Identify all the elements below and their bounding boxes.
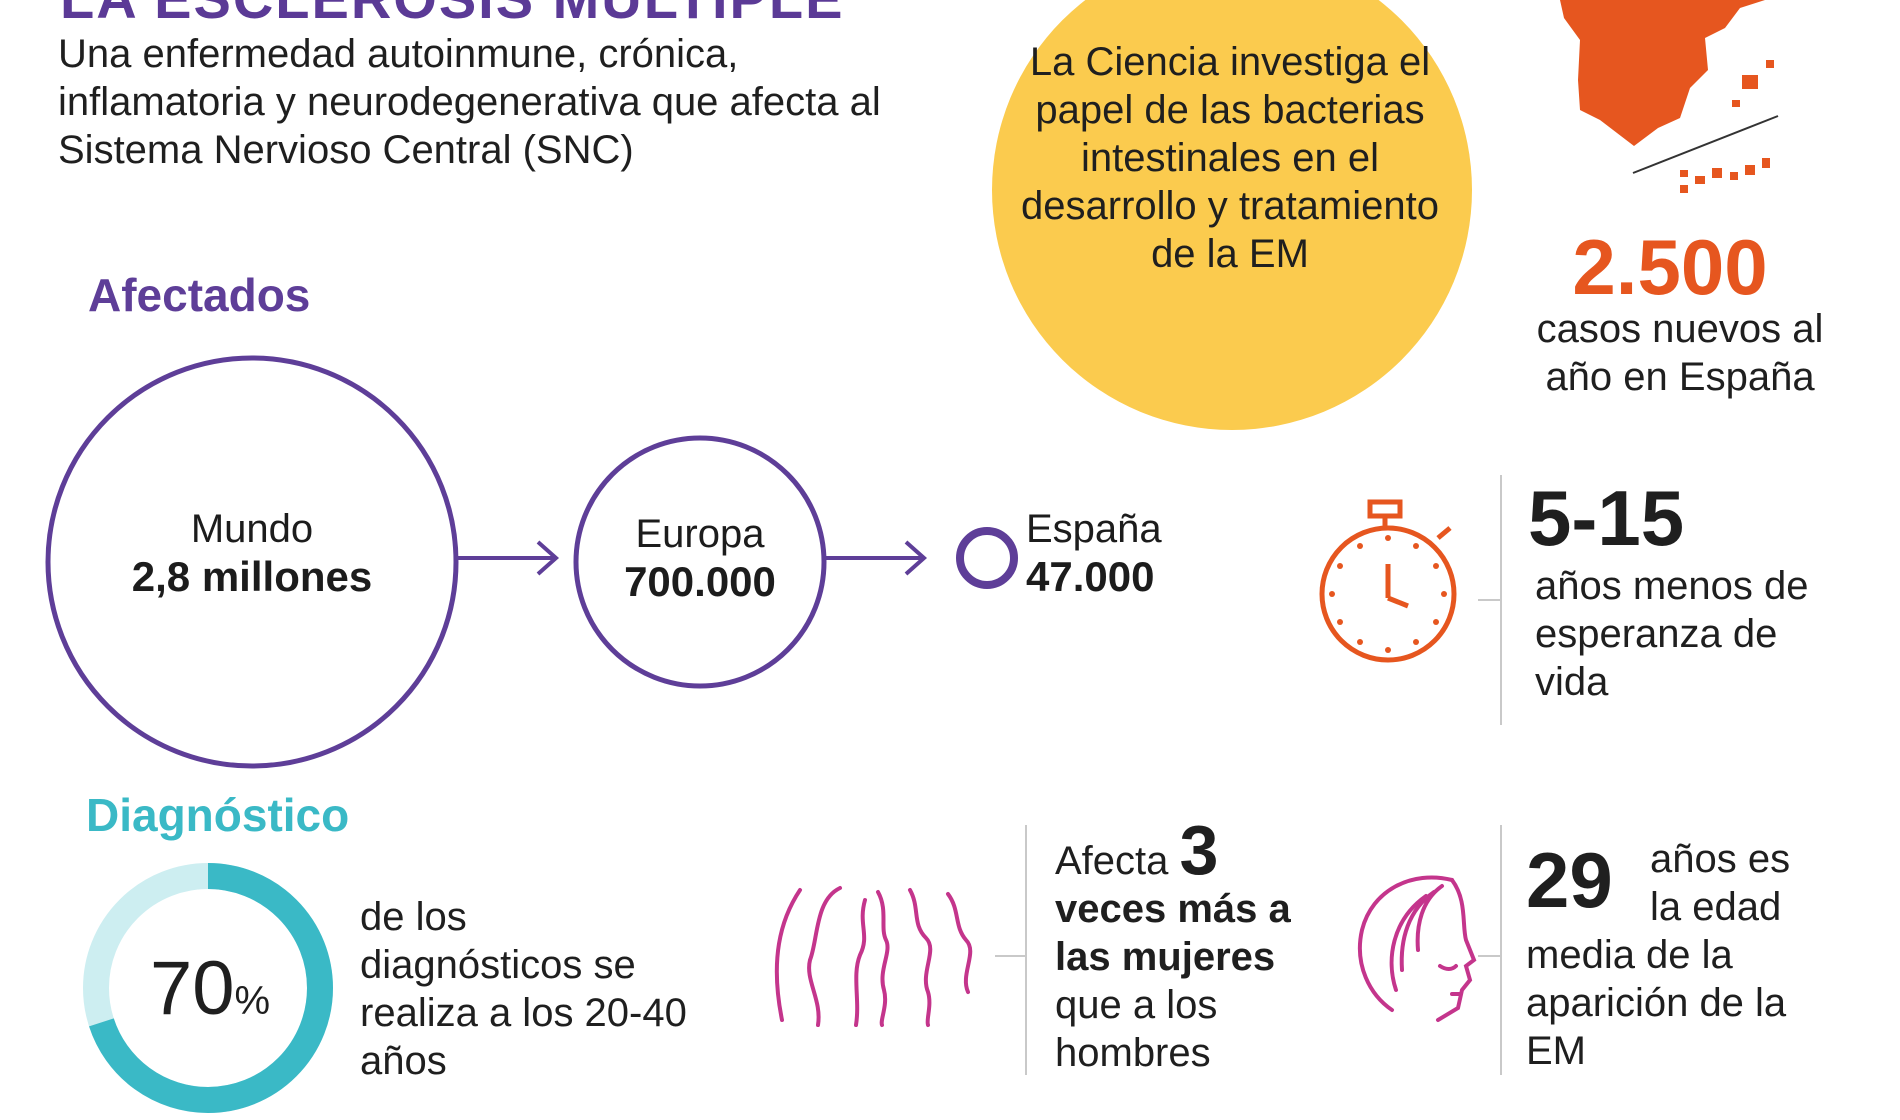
- divider: [1500, 825, 1502, 1075]
- diagnosis-text: de los diagnósticos se realiza a los 20-…: [360, 895, 687, 1083]
- new-cases-text: casos nuevos al año en España: [1536, 307, 1824, 399]
- page-title: LA ESCLEROSIS MÚLTIPLE: [60, 0, 844, 31]
- women-text: que a los hombres: [1055, 983, 1218, 1075]
- age-text-right: años es la edad: [1650, 837, 1791, 929]
- affected-heading: Afectados: [88, 269, 311, 321]
- world-name: Mundo: [190, 507, 314, 551]
- europe-name: Europa: [635, 512, 765, 556]
- divider: [1478, 955, 1500, 957]
- stopwatch-icon: [1319, 499, 1457, 663]
- women-bold-text: veces más a las mujeres: [1055, 887, 1291, 979]
- life-expectancy-number: 5-15: [1528, 474, 1685, 562]
- research-circle: [992, 0, 1472, 430]
- percent-number: 70: [150, 946, 235, 1031]
- percent-sign: %: [234, 979, 271, 1023]
- world-value: 2,8 millones: [131, 553, 373, 600]
- divider: [1025, 825, 1027, 1075]
- spain-label: España 47.000: [1026, 505, 1162, 601]
- life-expectancy-text: años menos de esperanza de vida: [1535, 564, 1809, 704]
- europe-label: Europa 700.000: [560, 510, 840, 606]
- women-prefix: Afecta: [1055, 839, 1169, 883]
- women-text-block: Afecta 3 veces más a las mujeres que a l…: [1055, 815, 1345, 1077]
- spain-name: España: [1026, 507, 1162, 551]
- diagnosis-percent: 70%: [150, 945, 270, 1032]
- divider: [1500, 475, 1502, 725]
- female-silhouettes-icon: [774, 886, 973, 1027]
- women-number: 3: [1179, 811, 1219, 889]
- affected-circles: [45, 355, 1018, 769]
- divider: [1478, 599, 1500, 601]
- subtitle: Una enfermedad autoinmune, crónica, infl…: [58, 32, 881, 172]
- age-number: 29: [1526, 836, 1613, 924]
- spain-map-icon: [1560, 0, 1779, 193]
- diagnosis-heading: Diagnóstico: [86, 789, 350, 841]
- europe-value: 700.000: [624, 558, 776, 605]
- world-label: Mundo 2,8 millones: [102, 505, 402, 601]
- age-text-rest: media de la aparición de la EM: [1526, 933, 1787, 1073]
- new-cases-number: 2.500: [1572, 223, 1768, 311]
- spain-value: 47.000: [1026, 553, 1155, 600]
- divider: [995, 955, 1025, 957]
- research-text: La Ciencia investiga el papel de las bac…: [1021, 40, 1439, 276]
- woman-face-icon: [1357, 875, 1477, 1022]
